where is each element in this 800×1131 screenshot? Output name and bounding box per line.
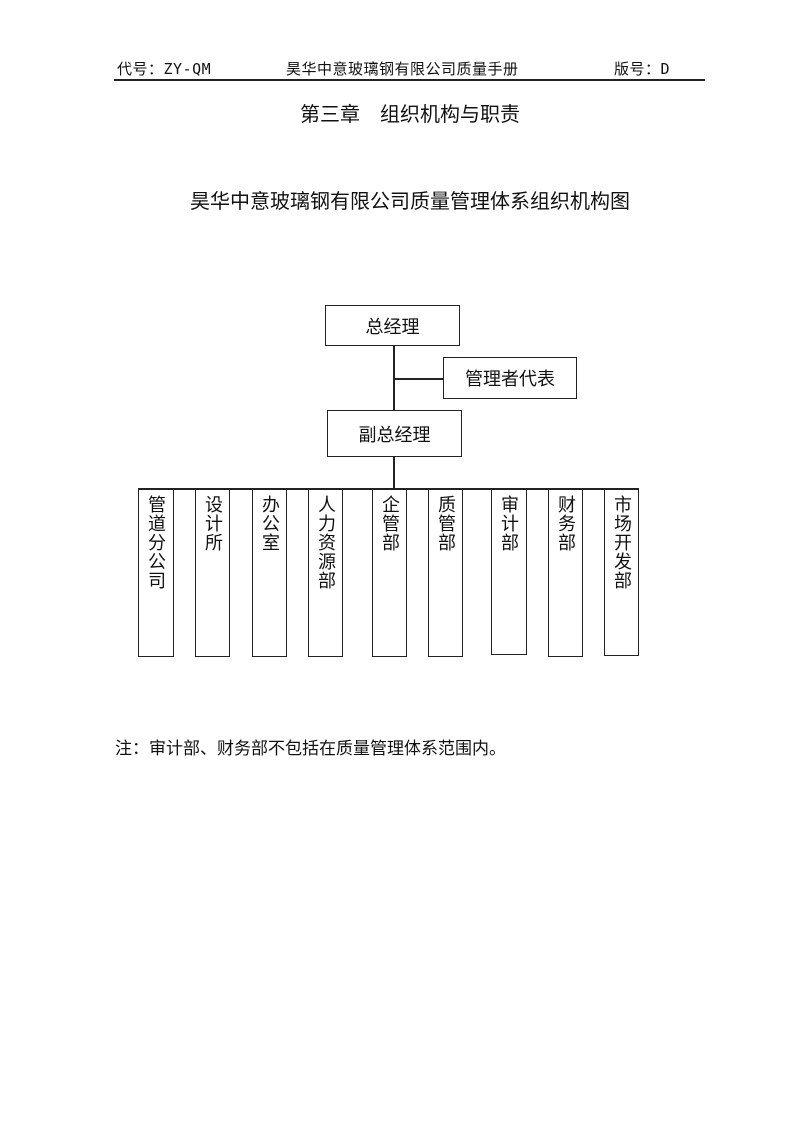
dept-label: 企管部 (379, 495, 400, 552)
header-rule (114, 79, 705, 81)
connector-rep (394, 378, 444, 380)
org-dept: 企管部 (372, 489, 407, 657)
org-dept: 管道分公司 (138, 489, 174, 657)
doc-version: 版号：D (614, 60, 671, 78)
footnote: 注：审计部、财务部不包括在质量管理体系范围内。 (115, 739, 506, 759)
org-dept: 市场开发部 (604, 489, 639, 656)
org-dept: 审计部 (491, 489, 527, 655)
chart-title: 昊华中意玻璃钢有限公司质量管理体系组织机构图 (190, 189, 630, 213)
org-dept: 办公室 (252, 489, 287, 657)
org-label: 副总经理 (358, 424, 431, 446)
org-box-vice: 副总经理 (327, 410, 462, 457)
dept-label: 财务部 (555, 495, 576, 552)
connector-vice-depts (393, 457, 395, 490)
dept-label: 设计所 (202, 495, 223, 552)
dept-label: 审计部 (498, 495, 519, 552)
manual-name: 昊华中意玻璃钢有限公司质量手册 (286, 60, 519, 78)
org-dept: 设计所 (195, 489, 230, 657)
org-dept: 人力资源部 (308, 489, 343, 657)
dept-label: 市场开发部 (611, 495, 632, 590)
dept-label: 人力资源部 (315, 495, 336, 590)
chapter-title: 第三章 组织机构与职责 (300, 102, 520, 126)
dept-label: 质管部 (435, 495, 456, 552)
org-dept: 财务部 (548, 489, 583, 657)
org-label: 管理者代表 (465, 369, 555, 390)
org-dept: 质管部 (428, 489, 463, 657)
org-box-ceo: 总经理 (325, 305, 460, 346)
dept-label: 管道分公司 (145, 495, 166, 590)
org-label: 总经理 (365, 316, 420, 338)
org-box-mgmt-rep: 管理者代表 (443, 357, 577, 399)
doc-code: 代号：ZY-QM (117, 60, 212, 78)
dept-label: 办公室 (259, 495, 280, 552)
